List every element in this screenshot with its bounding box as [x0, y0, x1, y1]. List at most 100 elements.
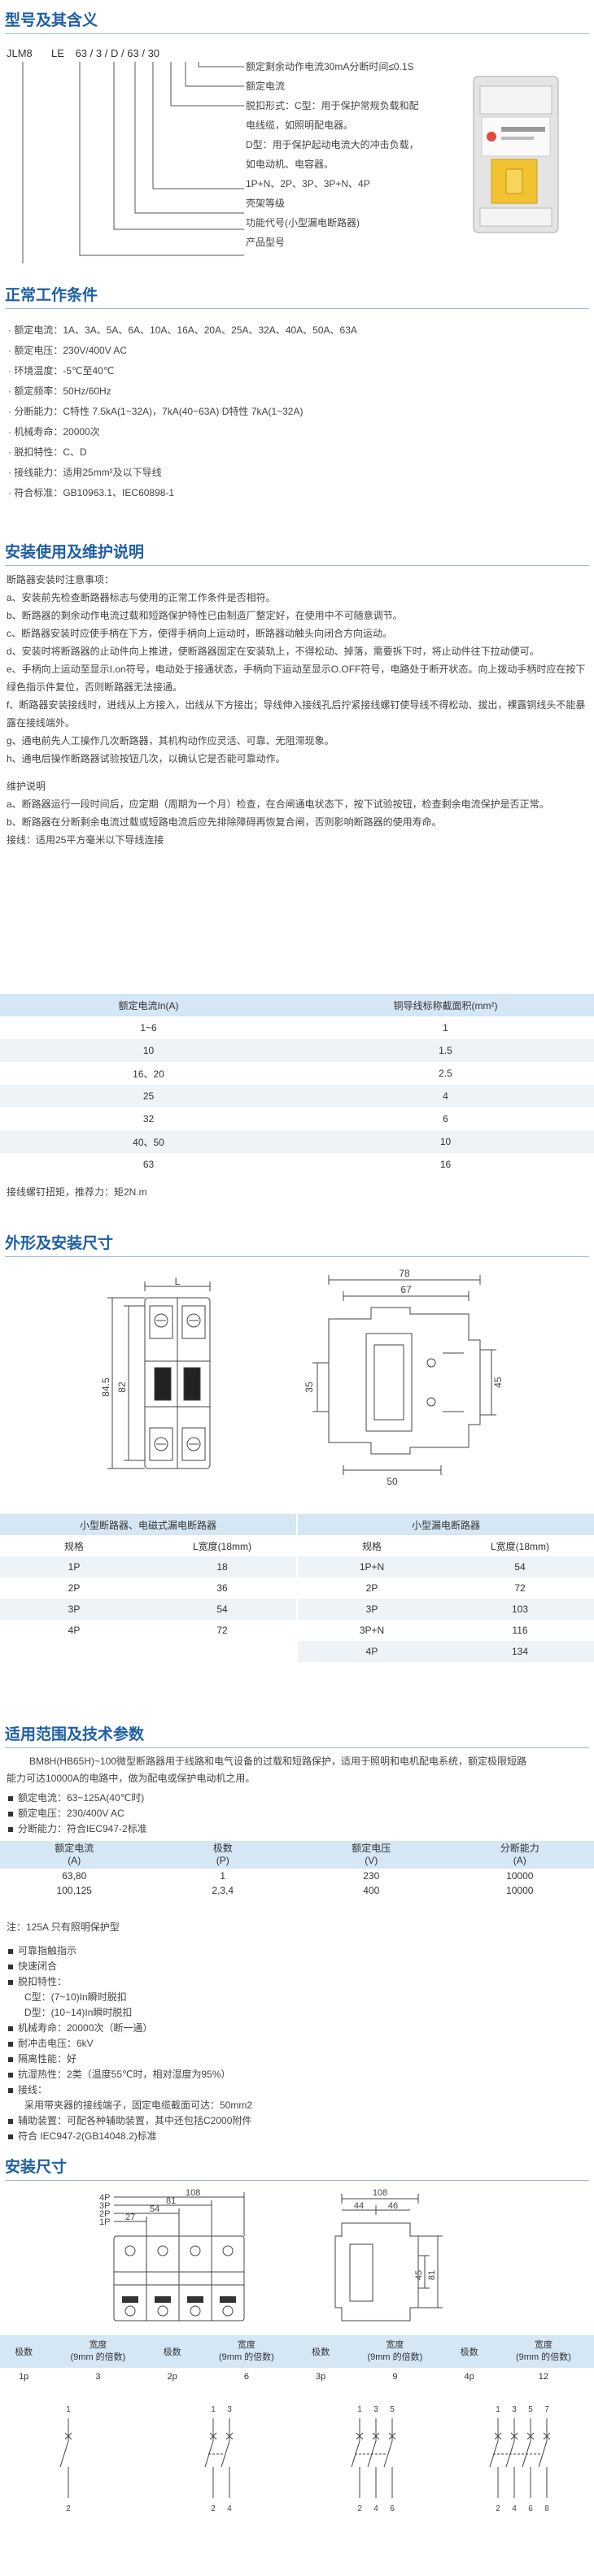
label-product: 产品型号: [246, 237, 286, 248]
section-title: 适用范围及技术参数: [5, 1726, 145, 1743]
label-frame: 壳架等级: [246, 198, 286, 209]
col-header-width: 宽度(9mm 的倍数): [344, 2335, 446, 2368]
install-notes: 断路器安装时注意事项： a、安装前先检查断路器标志与使用的正常工作条件是否相符。…: [7, 571, 587, 849]
intro-line: 能力可达10000A的电路中，做为配电或保护电动机之用。: [7, 1773, 256, 1784]
working-conditions-list: · 额定电流：1A、3A、5A、6A、10A、16A、20A、25A、32A、4…: [8, 320, 357, 503]
dim-side-81: 81: [427, 2270, 437, 2280]
bullet-item: 额定电压：230/400V AC: [8, 1806, 147, 1821]
col-header-width: 宽度(9mm 的倍数): [47, 2335, 149, 2368]
maint-title: 维护说明: [7, 781, 46, 792]
terminal-label: 7: [544, 2405, 549, 2414]
condition-item: · 符合标准：GB10963.1、IEC60898-1: [8, 487, 175, 498]
section-divider: [5, 2180, 589, 2181]
maint-item: b、断路器在分断剩余电流过载或短路电流后应先排除障碍再恢复合闸，否则影响断路器的…: [7, 816, 442, 828]
condition-item: · 分断能力：C特性 7.5kA(1~32A)，7kA(40~63A) D特性 …: [8, 406, 304, 417]
label-poles: 1P+N、2P、3P、3P+N、4P: [246, 178, 370, 189]
bullet-icon: [8, 2134, 13, 2139]
terminal-label: 2: [66, 2504, 71, 2513]
label-trip-type-2: 电线缆，如照明配电器。: [246, 120, 354, 131]
code-part: 63: [127, 47, 139, 59]
dim-height-84: 84.5: [100, 1377, 111, 1397]
label-3p: 3P: [99, 2201, 110, 2211]
label-residual-current: 额定剩余动作电流30mA分断时间≤0.1S: [246, 61, 414, 72]
feature-item: 符合 IEC947-2(GB14048.2)标准: [8, 2129, 252, 2144]
table-title: 小型断路器、电磁式漏电断路器: [0, 1514, 296, 1535]
terminal-label: 4: [227, 2504, 232, 2513]
dim-45: 45: [492, 1377, 504, 1388]
feature-item: 可靠指触指示: [8, 1943, 252, 1959]
feature-list: 可靠指触指示 快速闭合 脱扣特性： C型：(7~10)In瞬时脱扣 D型：(10…: [8, 1943, 252, 2144]
section-divider: [5, 308, 589, 309]
dim-height-82: 82: [116, 1382, 128, 1393]
condition-item: · 接线能力：适用25mm²及以下导线: [8, 467, 162, 478]
label-trip-d-2: 如电动机、电容器。: [246, 159, 334, 170]
col-header: 铜导线标称截面积(mm²): [297, 994, 594, 1016]
col-header: 规格: [63, 1540, 84, 1552]
section-title: 安装使用及维护说明: [5, 544, 145, 561]
col-header-poles: 极数: [148, 2335, 196, 2368]
terminal-label: 8: [544, 2504, 549, 2513]
section-working-conditions: 正常工作条件: [0, 283, 594, 309]
dim-54: 54: [150, 2204, 159, 2214]
label-4p: 4P: [99, 2193, 110, 2203]
dim-side-44: 44: [354, 2201, 364, 2211]
side-view-diagram: 78 67 35 45 50: [304, 1268, 504, 1487]
section-divider: [5, 33, 589, 34]
terminal-label: 3: [227, 2405, 232, 2414]
note-item: h、通电后操作断路器试验按钮几次，以确认它是否能可靠动作。: [7, 753, 286, 764]
intro-line: BM8H(HB65H)~100微型断路器用于线路和电气设备的过载和短路保护，适用…: [29, 1756, 527, 1767]
schematic-2p: [204, 2418, 234, 2498]
col-header: 额定电流(A): [0, 1841, 149, 1869]
torque-note: 接线螺钉扭矩，推荐力：矩2N.m: [7, 1186, 147, 1198]
section-title: 正常工作条件: [5, 287, 98, 304]
terminal-label: 2: [211, 2504, 216, 2513]
feature-subitem: D型：(10~14)In瞬时脱扣: [24, 2007, 133, 2018]
code-part: 3: [95, 47, 103, 59]
col-header-poles: 极数: [0, 2335, 48, 2368]
feature-item: 脱扣特性：: [8, 1974, 252, 1990]
code-part: 63: [75, 47, 88, 59]
terminal-label: 2: [357, 2504, 362, 2513]
bullet-icon: [8, 1948, 13, 1954]
col-header: 分断能力(A): [445, 1841, 594, 1869]
terminal-label: 6: [528, 2504, 533, 2513]
section-divider: [5, 1256, 589, 1257]
condition-item: · 额定电流：1A、3A、5A、6A、10A、16A、20A、25A、32A、4…: [8, 324, 357, 336]
model-code-leader-lines: [22, 62, 244, 263]
feature-item: 隔离性能：好: [8, 2052, 252, 2067]
col-header: L宽度(18mm): [490, 1540, 549, 1552]
tech-bullets: 额定电流：63~125A(40℃时) 额定电压：230/400V AC 分断能力…: [8, 1791, 147, 1837]
maint-item: a、断路器运行一段时间后，应定期（周期为一个月）检查，在合闸通电状态下，按下试验…: [7, 798, 549, 810]
section-divider: [5, 565, 589, 566]
dim-side-45: 45: [414, 2270, 424, 2280]
install-side-diagram: 108 44 46 45 81: [334, 2188, 443, 2321]
feature-item: 抗湿热性：2类（温度55℃时，相对湿度为95%）: [8, 2067, 252, 2082]
label-1p: 1P: [99, 2217, 110, 2227]
dim-27: 27: [125, 2213, 135, 2222]
terminal-label: 3: [512, 2405, 517, 2414]
schematic-3p: [351, 2418, 396, 2498]
label-trip-type: 脱扣形式：C型：用于保护常规负载和配: [246, 100, 419, 111]
pole-schematics: 1 2 1 3 2 4 1 3 5 2 4 6 1 3 5 7 2 4 6 8: [59, 2405, 551, 2513]
bullet-icon: [8, 1964, 13, 1969]
schematic-4p: [489, 2418, 551, 2498]
bullet-icon: [8, 2087, 13, 2093]
col-header-width: 宽度(9mm 的倍数): [492, 2335, 594, 2368]
feature-item: 接线：: [8, 2082, 252, 2098]
section-install-maintenance: 安装使用及维护说明: [0, 540, 594, 566]
